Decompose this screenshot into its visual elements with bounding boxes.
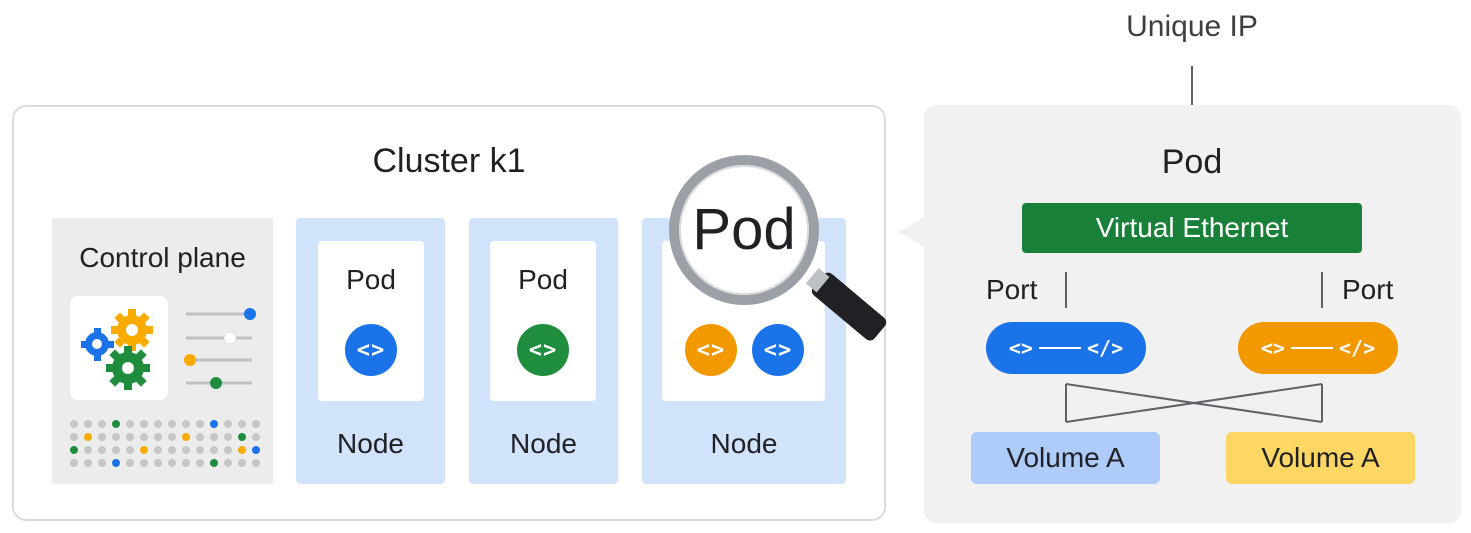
status-dot xyxy=(182,433,190,441)
port-pill-orange: <> </> xyxy=(1238,322,1398,374)
code-open-icon: <> xyxy=(1260,336,1285,360)
status-dot xyxy=(224,433,232,441)
gears-card xyxy=(70,296,168,400)
status-dot xyxy=(154,446,162,454)
container-code-icon: <> xyxy=(685,324,737,376)
connector-line xyxy=(1290,347,1333,349)
code-open-icon: <> xyxy=(1008,336,1033,360)
status-dot xyxy=(112,420,120,428)
status-dot xyxy=(126,446,134,454)
status-dot xyxy=(84,420,92,428)
status-dot xyxy=(98,433,106,441)
status-dot xyxy=(126,433,134,441)
control-plane-title: Control plane xyxy=(79,242,246,273)
status-dot xyxy=(238,459,246,467)
node-3-label: Node xyxy=(710,428,778,459)
node-2-label: Node xyxy=(510,428,577,459)
port-pill-blue: <> </> xyxy=(986,322,1146,374)
status-dot xyxy=(238,420,246,428)
status-dot xyxy=(154,420,162,428)
status-dot xyxy=(126,459,134,467)
magnifier-icon xyxy=(669,155,887,341)
status-dot xyxy=(196,420,204,428)
status-dot xyxy=(210,446,218,454)
status-dot xyxy=(140,420,148,428)
status-dot xyxy=(98,459,106,467)
status-dot xyxy=(196,446,204,454)
status-dot xyxy=(70,433,78,441)
sliders-icon xyxy=(184,308,256,389)
status-dot-grid xyxy=(70,420,260,467)
status-dot xyxy=(182,446,190,454)
volume-a-blue: Volume A xyxy=(971,432,1160,484)
status-dot xyxy=(84,446,92,454)
container-code-icon: <> xyxy=(345,324,397,376)
code-close-icon: </> xyxy=(1086,336,1124,360)
cluster-title: Cluster k1 xyxy=(372,142,526,180)
status-dot xyxy=(210,459,218,467)
status-dot xyxy=(182,420,190,428)
virtual-ethernet-bar: Virtual Ethernet xyxy=(1022,203,1362,253)
unique-ip-connector xyxy=(1191,66,1193,132)
unique-ip-label: Unique IP xyxy=(1126,10,1258,43)
container-code-icon: <> xyxy=(752,324,804,376)
status-dot xyxy=(252,459,260,467)
status-dot xyxy=(70,446,78,454)
node-1-pod-label: Pod xyxy=(346,264,396,295)
code-close-icon: </> xyxy=(1338,336,1376,360)
status-dot xyxy=(154,433,162,441)
status-dot xyxy=(70,420,78,428)
status-dot xyxy=(168,446,176,454)
volume-cross-lines xyxy=(1065,383,1323,423)
status-dot xyxy=(140,459,148,467)
container-code-icon: <> xyxy=(517,324,569,376)
status-dot xyxy=(126,420,134,428)
status-dot xyxy=(252,420,260,428)
status-dot xyxy=(70,459,78,467)
status-dot xyxy=(196,433,204,441)
status-dot xyxy=(154,459,162,467)
connector-line xyxy=(1038,347,1081,349)
status-dot xyxy=(112,459,120,467)
magnifier-label: Pod xyxy=(692,197,796,262)
status-dot xyxy=(224,420,232,428)
status-dot xyxy=(252,446,260,454)
status-dot xyxy=(210,420,218,428)
status-dot xyxy=(224,446,232,454)
status-dot xyxy=(84,433,92,441)
gear-blue-icon xyxy=(81,328,114,361)
status-dot xyxy=(84,459,92,467)
status-dot xyxy=(238,433,246,441)
status-dot xyxy=(112,433,120,441)
status-dot xyxy=(252,433,260,441)
status-dot xyxy=(238,446,246,454)
status-dot xyxy=(98,446,106,454)
gear-yellow-icon xyxy=(111,309,153,351)
pod-detail-title: Pod xyxy=(1161,143,1223,181)
gears-icon xyxy=(81,309,153,390)
callout-pointer xyxy=(898,216,926,248)
status-dot xyxy=(98,420,106,428)
port-label-right: Port xyxy=(1342,274,1394,305)
status-dot xyxy=(182,459,190,467)
status-dot xyxy=(112,446,120,454)
node-2-pod-label: Pod xyxy=(518,264,568,295)
status-dot xyxy=(168,459,176,467)
status-dot xyxy=(168,420,176,428)
volume-a-yellow: Volume A xyxy=(1226,432,1415,484)
gear-green-icon xyxy=(106,346,150,390)
port-tick-left xyxy=(1065,272,1067,308)
status-dot xyxy=(140,433,148,441)
node-1-label: Node xyxy=(337,428,404,459)
status-dot xyxy=(140,446,148,454)
status-dot xyxy=(196,459,204,467)
status-dot xyxy=(210,433,218,441)
port-label-left: Port xyxy=(986,274,1038,305)
status-dot xyxy=(224,459,232,467)
port-tick-right xyxy=(1321,272,1323,308)
status-dot xyxy=(168,433,176,441)
